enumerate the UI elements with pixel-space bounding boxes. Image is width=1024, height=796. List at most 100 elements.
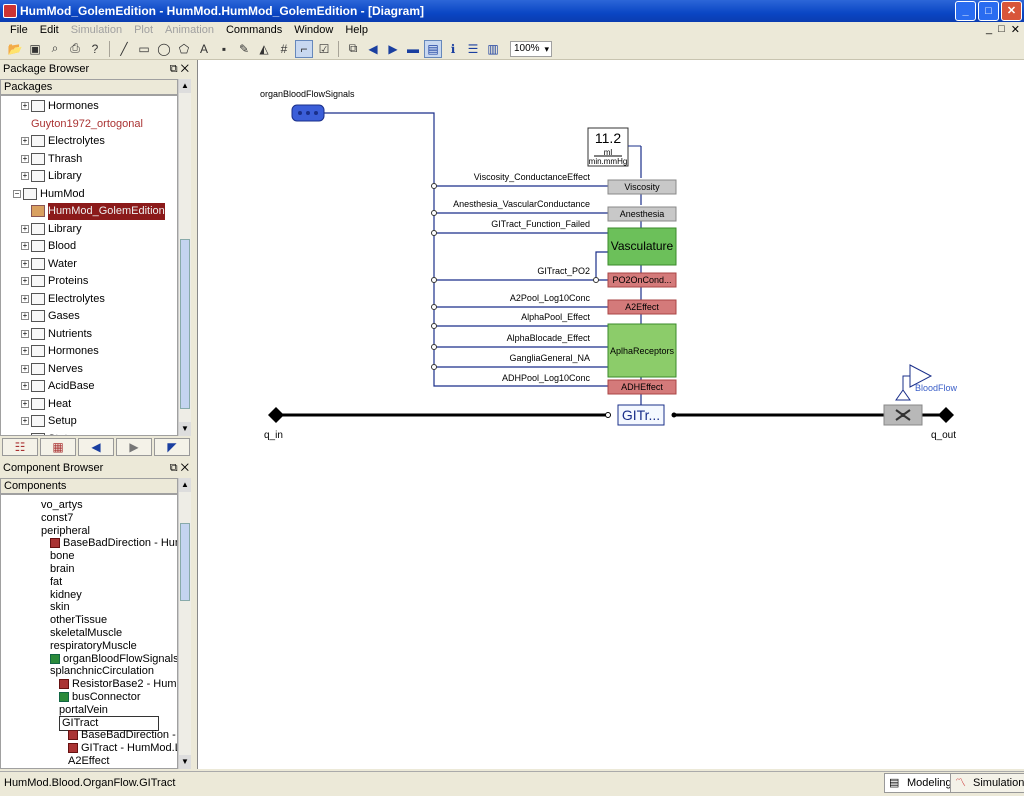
component-tree-scrollbar[interactable]: ▲ ▼ (178, 478, 191, 769)
diagram-layer-icon[interactable]: ▤ (424, 39, 442, 58)
menu-animation[interactable]: Animation (165, 24, 214, 36)
grid-view-icon[interactable]: ▦ (40, 438, 76, 456)
port-in-icon[interactable] (268, 407, 284, 423)
tree-item[interactable]: ResistorBase2 - HumMod... (1, 676, 177, 693)
grid-icon[interactable]: # (280, 41, 288, 56)
fill-color-icon[interactable]: ◭ (259, 41, 269, 56)
alpha-receptors-block[interactable]: AplhaReceptors (607, 323, 677, 378)
documentation-view-icon[interactable]: ☰ (467, 41, 479, 56)
tree-item[interactable]: BaseBadDirection - Hu... (1, 727, 177, 744)
forward-arrow-icon[interactable]: ▶ (388, 41, 398, 56)
expand-icon[interactable]: + (21, 101, 29, 110)
menu-help[interactable]: Help (345, 24, 368, 36)
vasculature-block[interactable]: Vasculature (607, 227, 677, 266)
expand-icon[interactable]: + (21, 223, 29, 233)
tree-item[interactable]: HumMod_GolemEdition (1, 203, 177, 220)
tree-item[interactable]: +Water (1, 256, 177, 273)
back-arrow-icon[interactable]: ◀ (368, 41, 378, 56)
tree-item[interactable]: splanchnicCirculation (1, 663, 177, 680)
expand-icon[interactable]: + (21, 381, 29, 390)
line-tool-icon[interactable]: ╱ (120, 41, 128, 56)
expand-icon[interactable]: + (21, 293, 29, 303)
bitmap-tool-icon[interactable]: ▪ (221, 41, 227, 56)
zoom-select[interactable]: 100% (510, 40, 552, 57)
minimize-button[interactable]: _ (955, 1, 976, 21)
float-icon[interactable]: ⧉ (169, 63, 178, 75)
tree-item[interactable]: otherTissue (1, 612, 177, 629)
tree-item[interactable]: respiratoryMuscle (1, 638, 177, 655)
bloodflow-output-icon[interactable] (909, 364, 933, 388)
tree-item[interactable]: vo_artys (1, 497, 177, 514)
close-panel-icon[interactable]: ✕ (180, 462, 189, 474)
polygon-tool-icon[interactable]: ⬠ (178, 41, 190, 56)
tree-item[interactable]: ADHEffect (1, 766, 177, 769)
tree-item[interactable]: skeletalMuscle (1, 625, 177, 642)
mdi-close-button[interactable]: ✕ (1010, 24, 1020, 36)
tree-item[interactable]: GITract - HumMod.Libr... (1, 740, 177, 757)
connect-mode-icon[interactable]: ⌐ (295, 39, 313, 58)
diagram-view-icon[interactable]: ⧉ (348, 41, 358, 55)
search-icon[interactable]: ⌕ (51, 41, 59, 55)
check-icon[interactable]: ☑ (318, 41, 330, 56)
help-icon[interactable]: ? (91, 41, 99, 56)
adheffect-block[interactable]: ADHEffect (607, 379, 677, 395)
tree-item[interactable]: +Heat (1, 396, 177, 413)
tree-item[interactable]: −HumMod (1, 186, 177, 203)
menu-commands[interactable]: Commands (225, 24, 283, 36)
tree-item[interactable]: GITract (1, 715, 177, 732)
tree-view-icon[interactable]: ☷ (2, 438, 38, 456)
nav-up-icon[interactable]: ◤ (154, 438, 190, 456)
bus-connector[interactable] (291, 104, 325, 122)
tree-item[interactable]: +Nutrients (1, 326, 177, 343)
viscosity-block[interactable]: Viscosity (607, 179, 677, 195)
ellipse-tool-icon[interactable]: ◯ (157, 41, 171, 56)
tree-item[interactable]: +Hormones (1, 98, 177, 115)
close-panel-icon[interactable]: ✕ (180, 63, 189, 75)
expand-icon[interactable]: + (21, 363, 29, 373)
rectangle-tool-icon[interactable]: ▭ (138, 41, 150, 56)
nav-back-icon[interactable]: ◀ (78, 438, 114, 456)
open-icon[interactable]: 📂 (7, 41, 23, 56)
a2effect-block[interactable]: A2Effect (607, 299, 677, 315)
expand-icon[interactable]: + (21, 241, 29, 250)
tree-item[interactable]: +Electrolytes (1, 133, 177, 150)
text-tool-icon[interactable]: A (199, 41, 208, 56)
diagram-canvas[interactable]: organBloodFlowSignals 11.2 ml min.mmHg V… (197, 60, 1024, 769)
tree-item[interactable]: bone (1, 548, 177, 565)
mdi-restore-button[interactable]: □ (998, 23, 1005, 35)
tree-item[interactable]: busConnector (1, 689, 177, 706)
tree-item[interactable]: +Nerves (1, 361, 177, 378)
tree-item[interactable]: +Hormones (1, 343, 177, 360)
expand-icon[interactable]: − (13, 188, 21, 198)
tree-item[interactable]: peripheral (1, 523, 177, 540)
icon-view-icon[interactable]: ▬ (407, 41, 419, 56)
expand-icon[interactable]: + (21, 398, 29, 408)
menu-edit[interactable]: Edit (39, 24, 59, 36)
menu-window[interactable]: Window (294, 24, 334, 36)
print-icon[interactable]: ⎙ (70, 41, 80, 55)
modeling-button[interactable]: ▤ Modeling (884, 773, 959, 793)
expand-icon[interactable]: + (21, 328, 29, 338)
expand-icon[interactable]: + (21, 153, 29, 163)
mdi-minimize-button[interactable]: _ (986, 23, 993, 35)
expand-icon[interactable]: + (21, 258, 29, 268)
tree-item[interactable]: +Blood (1, 238, 177, 255)
tree-item[interactable]: +AcidBase (1, 378, 177, 395)
gitract-block[interactable]: GITr... (617, 404, 665, 426)
tree-item[interactable]: +Setup (1, 413, 177, 430)
float-icon[interactable]: ⧉ (169, 462, 178, 474)
tree-item[interactable]: +Library (1, 221, 177, 238)
expand-icon[interactable]: + (21, 136, 29, 145)
expand-icon[interactable]: + (21, 171, 29, 180)
constant-block[interactable]: 11.2 ml min.mmHg (587, 127, 629, 167)
nav-forward-icon[interactable]: ▶ (116, 438, 152, 456)
simulation-button[interactable]: 〽 Simulation (950, 773, 1024, 793)
info-view-icon[interactable]: ℹ (450, 41, 456, 56)
menu-plot[interactable]: Plot (134, 24, 154, 36)
close-button[interactable]: ✕ (1001, 1, 1022, 21)
tree-item[interactable]: Guyton1972_ortogonal (1, 116, 177, 133)
tree-item[interactable]: A2Effect (1, 753, 177, 768)
tree-item[interactable]: +Library (1, 168, 177, 185)
